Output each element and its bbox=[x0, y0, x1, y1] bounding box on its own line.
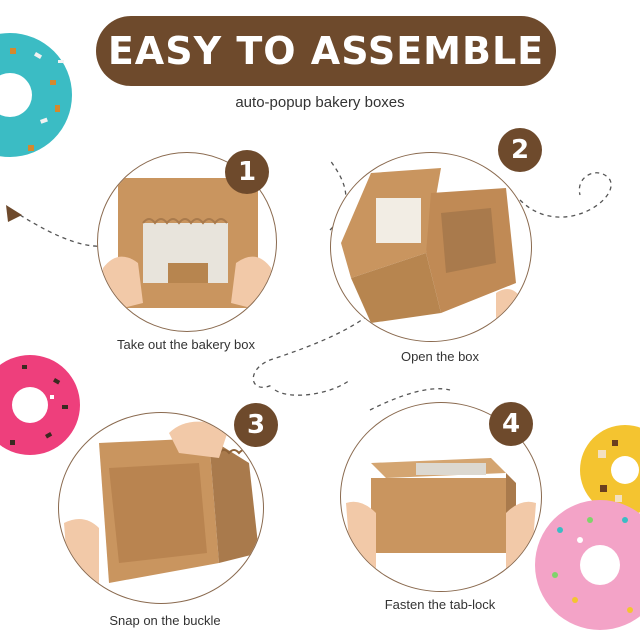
donut-pink-icon bbox=[0, 355, 80, 455]
step-4-number: 4 bbox=[489, 402, 533, 446]
arrow-tip-icon bbox=[6, 205, 22, 222]
step-2-circle bbox=[330, 152, 532, 342]
step-4-caption: Fasten the tab-lock bbox=[384, 597, 496, 612]
step-3-circle bbox=[58, 412, 264, 604]
step-1-illustration bbox=[103, 178, 271, 313]
step-2-illustration bbox=[341, 168, 521, 338]
step-2-caption: Open the box bbox=[400, 349, 480, 364]
donut-light-pink-icon bbox=[535, 500, 640, 630]
step-2-number: 2 bbox=[498, 128, 542, 172]
step-1-number: 1 bbox=[225, 150, 269, 194]
step-1-caption: Take out the bakery box bbox=[116, 337, 256, 352]
donut-teal-icon bbox=[0, 33, 72, 157]
title-banner: EASY TO ASSEMBLE bbox=[96, 16, 556, 86]
page-title: EASY TO ASSEMBLE bbox=[107, 29, 545, 73]
step-3-number: 3 bbox=[234, 403, 278, 447]
donut-yellow-icon bbox=[580, 425, 640, 515]
dashed-path bbox=[19, 159, 612, 411]
step-3-caption: Snap on the buckle bbox=[109, 613, 221, 628]
step-3-illustration bbox=[64, 421, 259, 588]
step-4-illustration bbox=[346, 458, 536, 568]
page-subtitle: auto-popup bakery boxes bbox=[235, 94, 405, 111]
